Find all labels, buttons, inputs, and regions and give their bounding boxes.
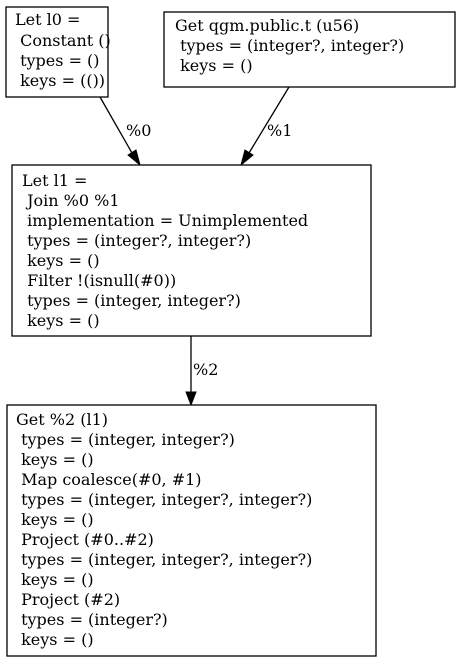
node-get2-line-5: keys = () (16, 510, 94, 529)
node-l1-line-1: Join %0 %1 (22, 191, 120, 210)
edge-l1-to-get2: %2 (185, 336, 218, 407)
node-let-l1: Let l1 = Join %0 %1 implementation = Uni… (11, 164, 372, 337)
node-l1-line-0: Let l1 = (22, 171, 87, 190)
edge-label-2: %2 (193, 360, 218, 379)
node-get-l1: Get %2 (l1) types = (integer, integer?) … (6, 404, 377, 657)
node-get2-line-8: keys = () (16, 570, 94, 589)
node-get-u56: Get qgm.public.t (u56) types = (integer?… (163, 11, 456, 88)
node-l0-line-1: Constant () (15, 31, 111, 50)
node-l0-line-0: Let l0 = (15, 10, 80, 29)
node-get2-line-7: types = (integer, integer?, integer?) (16, 550, 312, 569)
edge-l0-to-l1: %0 (99, 96, 151, 167)
node-get2-line-9: Project (#2) (16, 590, 120, 609)
node-u56-line-2: keys = () (175, 56, 253, 75)
node-get2-line-3: Map coalesce(#0, #1) (16, 470, 202, 489)
node-get2-line-1: types = (integer, integer?) (16, 430, 235, 449)
node-l1-line-6: types = (integer, integer?) (22, 291, 241, 310)
node-get2-text: Get %2 (l1) types = (integer, integer?) … (16, 410, 317, 649)
node-l1-line-5: Filter !(isnull(#0)) (22, 271, 176, 290)
node-l1-line-3: types = (integer?, integer?) (22, 231, 251, 250)
edge-u56-to-l1: %1 (240, 86, 292, 167)
node-get2-line-0: Get %2 (l1) (16, 410, 108, 429)
edge-label-0: %0 (126, 121, 151, 140)
node-get2-line-2: keys = () (16, 450, 94, 469)
node-u56-line-0: Get qgm.public.t (u56) (175, 16, 359, 35)
node-u56-line-1: types = (integer?, integer?) (175, 36, 404, 55)
edge-label-1: %1 (267, 121, 292, 140)
node-l1-line-4: keys = () (22, 251, 100, 270)
node-let-l0: Let l0 = Constant () types = () keys = (… (5, 6, 116, 98)
node-l0-line-3: keys = (()) (15, 71, 105, 90)
node-l1-line-7: keys = () (22, 311, 100, 330)
node-get2-line-10: types = (integer?) (16, 610, 168, 629)
node-get2-line-11: keys = () (16, 630, 94, 649)
node-l0-line-2: types = () (15, 51, 100, 70)
node-l0-text: Let l0 = Constant () types = () keys = (… (15, 10, 116, 90)
node-l1-text: Let l1 = Join %0 %1 implementation = Uni… (22, 171, 313, 330)
node-l1-line-2: implementation = Unimplemented (22, 211, 308, 230)
node-get2-line-6: Project (#0..#2) (16, 530, 154, 549)
node-get2-line-4: types = (integer, integer?, integer?) (16, 490, 312, 509)
node-u56-text: Get qgm.public.t (u56) types = (integer?… (175, 16, 409, 75)
